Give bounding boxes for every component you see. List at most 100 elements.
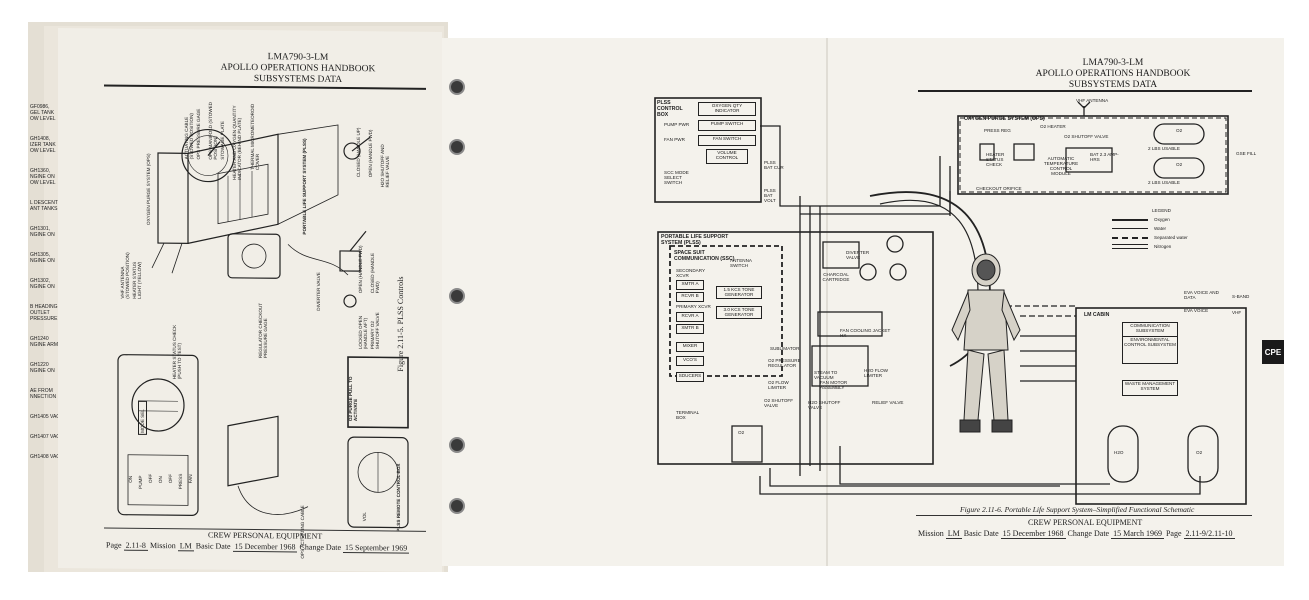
eva-label: EVA VOICE	[1184, 308, 1209, 313]
cabin-tank-label: H2O	[1114, 450, 1124, 455]
footer-change-date-label: Change Date	[299, 542, 342, 552]
binder-ring	[449, 288, 465, 304]
legend-entry: Separated water	[1112, 235, 1212, 240]
rcb-callout: VOL	[362, 511, 367, 522]
control-box-item: PUMP SWITCH	[698, 120, 756, 131]
doc-title: APOLLO OPERATIONS HANDBOOK	[1035, 69, 1191, 79]
rcb-label: FAN	[188, 474, 193, 484]
control-box-item: FAN SWITCH	[698, 135, 756, 146]
ssc-right: ANTENNA SWITCH	[730, 258, 752, 268]
binder-ring	[449, 139, 465, 155]
ops-label: PRESS REG	[984, 128, 1011, 133]
plss-label: O2 FLOW LIMITER	[768, 380, 789, 390]
control-box-left-label: PUMP PWR	[664, 122, 690, 127]
callout: PRIMARY O2 SHUTOFF VALVE	[370, 312, 380, 350]
ssc-item: RCVR A	[676, 312, 704, 322]
ops-section-label: OXYGEN PURGE SYSTEM (OPS)	[146, 153, 151, 225]
edge-fragment: AE FROM NNECTION	[30, 388, 57, 400]
callout: HEATER STATUS LIGHT (YELLOW)	[132, 261, 142, 299]
plss-label: SUBLIMATOR	[770, 346, 800, 351]
cabin-tank-label: O2	[1196, 450, 1203, 455]
footer-basic-date-label: Basic Date	[195, 541, 231, 551]
edge-fragment: GH1305, NGINE ON	[30, 252, 55, 264]
footer-mission: LM	[177, 541, 194, 552]
ops-title: OXYGEN PURGE SYSTEM (OPS)	[964, 116, 1045, 122]
legend-swatch	[1112, 228, 1148, 229]
header-rule	[918, 90, 1252, 92]
binder-ring	[449, 79, 465, 95]
rcb-label: ON	[128, 475, 133, 483]
plss-title: PORTABLE LIFE SUPPORT SYSTEM (PLSS)	[661, 234, 729, 246]
plss-label: TERMINAL BOX	[676, 410, 700, 420]
plss-label: O2 SHUTOFF VALVE	[764, 398, 794, 408]
doc-subtitle: SUBSYSTEMS DATA	[253, 74, 343, 85]
plss-label: RELIEF VALVE	[872, 400, 904, 405]
legend-swatch	[1112, 244, 1148, 249]
plss-label: H2O SHUTOFF VALVE	[808, 400, 841, 410]
footer-mission-label: Mission	[149, 540, 176, 551]
plss-label: O2	[738, 430, 745, 435]
ssc-item: XMTR A	[676, 280, 704, 290]
doc-subtitle: SUBSYSTEMS DATA	[1068, 80, 1158, 90]
binder-ring	[449, 498, 465, 514]
ops-label: O2 SHUTOFF VALVE	[1064, 134, 1109, 139]
ssc-item: VCO'S	[676, 356, 704, 366]
plss-label: O2 PRESSURE REGULATOR	[768, 358, 801, 368]
ssc-item: SDUCERS	[676, 372, 704, 382]
rcb-illustration	[117, 354, 409, 529]
legend-entry: Water	[1112, 226, 1212, 231]
band-label: S-BAND	[1232, 294, 1250, 299]
ops-label: HEATER STATUS CHECK	[986, 152, 1005, 167]
lm-cabin-box: WASTE MANAGEMENT SYSTEM	[1122, 380, 1178, 396]
ssc-item: RCVR B	[676, 292, 704, 302]
vhf-antenna-label: VHF ANTENNA	[1076, 98, 1109, 103]
control-box-item: VOLUME CONTROL	[706, 149, 748, 164]
callout: OPS MANIFOLD (STOWED POSITION)	[208, 101, 218, 160]
edge-fragment: GH1405 VAC	[30, 414, 60, 420]
edge-fragment: GH1360, NGINE ON OW LEVEL	[30, 168, 56, 186]
right-page	[442, 38, 1284, 566]
legend-swatch	[1112, 218, 1148, 221]
section-tab-cpe: CPE	[1262, 340, 1284, 364]
footer-mission: LM	[945, 529, 962, 539]
edge-fragment: GH1240 NGINE ARM	[30, 336, 59, 348]
ssc-right: 3.0 KCS TONE GENERATOR	[716, 306, 762, 319]
right-footer-section: CREW PERSONAL EQUIPMENT	[1028, 518, 1143, 527]
band-label: VHF	[1232, 310, 1242, 315]
rcb-callout: O2 PURGE PULL TO ACTIVATE	[348, 376, 358, 422]
ssc-title: SPACE SUIT COMMUNICATION (SSC)	[674, 250, 735, 262]
legend-label: Nitrogen	[1154, 244, 1172, 249]
right-figure-caption: Figure 2.11-6. Portable Life Support Sys…	[960, 505, 1195, 514]
edge-fragment: GF0986, GEL TANK OW LEVEL	[30, 104, 56, 122]
control-box-left-label: SCC MODE SELECT SWITCH	[664, 170, 689, 185]
footer-change-date-label: Change Date	[1067, 529, 1110, 538]
footer-basic-date: 15 December 1968	[232, 541, 298, 553]
legend-swatch	[1112, 236, 1148, 239]
rcb-label: PRESS	[178, 473, 183, 490]
plss-label: STEAM TO VACUUM	[814, 370, 838, 380]
callout: DIVERTER VALVE	[316, 272, 321, 311]
ssc-right: 1.5 KCS TONE GENERATOR	[716, 286, 762, 299]
legend-label: Water	[1154, 226, 1167, 231]
edge-fragment: GH1408 VAC	[30, 454, 60, 460]
doc-id: LMA790-3-LM	[1082, 58, 1144, 68]
callout: OPEN (HANDLE FWD)	[358, 245, 363, 294]
footer-change-date: 15 September 1969	[343, 542, 410, 554]
right-page-header: LMA790-3-LM APOLLO OPERATIONS HANDBOOK S…	[1008, 58, 1218, 91]
callout: OPS PRESSURE GAGE	[196, 108, 201, 160]
edge-fragment: GH1408, IZER TANK OW LEVEL	[30, 136, 56, 154]
lm-cabin-box: ENVIRONMENTAL CONTROL SUBSYSTEM	[1122, 336, 1178, 364]
callout: ACTUATING CABLE (STOWED POSITION)	[184, 112, 194, 160]
control-box-left-label: FAN PWR	[664, 137, 685, 142]
astronaut-figure	[951, 253, 1021, 433]
control-box-right-label: PLSS BAT VOLT	[764, 188, 776, 203]
plss-control-box: PLSS CONTROL BOX	[657, 100, 761, 118]
callout: H2O SHUTOFF AND RELIEF VALVE	[380, 144, 390, 188]
left-footer-line: Page 2.11-8 Mission LM Basic Date 15 Dec…	[106, 540, 410, 554]
ops-label: BAT 2.3 AMP-HRS	[1090, 152, 1119, 162]
right-footer-line: Mission LM Basic Date 15 December 1968 C…	[918, 529, 1235, 539]
callout: OPEN (HANDLE FWD)	[368, 129, 373, 178]
legend-label: Separated water	[1154, 235, 1188, 240]
ops-illustration	[151, 124, 349, 279]
ops-label: CHECKOUT ORIFICE	[976, 186, 1022, 191]
